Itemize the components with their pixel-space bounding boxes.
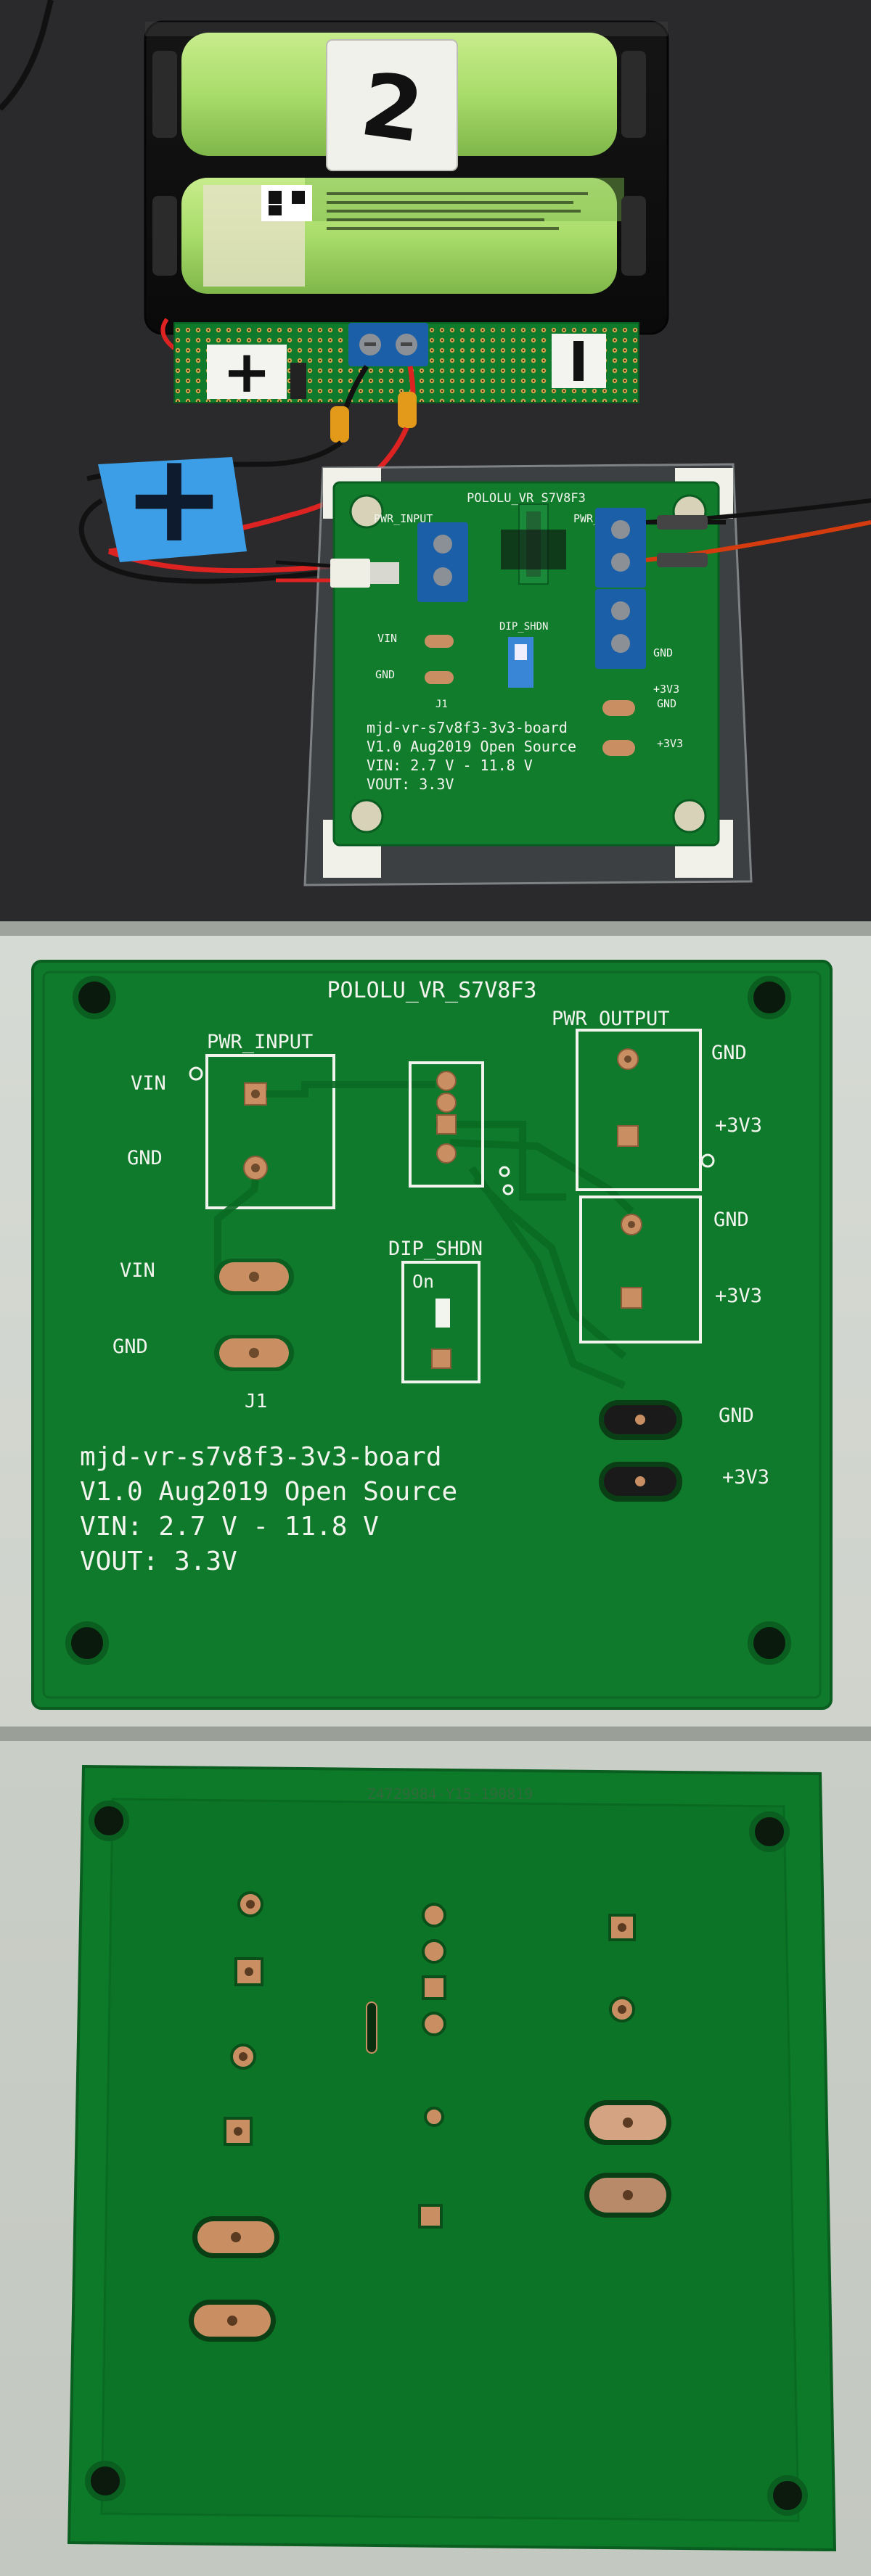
back-left-pads [189, 1891, 279, 2342]
number-label [326, 39, 458, 171]
minus-marker: - [0, 0, 1, 1]
perfboard-screw-terminal [348, 323, 428, 366]
assembled-gnd-out: GND [653, 646, 673, 659]
slide-switch [290, 363, 306, 399]
regulator-pcb-assembled: POLOLU_VR_S7V8F3 PWR_INPUT PWR_OUTPUT [275, 481, 871, 847]
assembled-dip: DIP_SHDN [499, 621, 548, 633]
battery-cell-bottom [181, 178, 624, 294]
photo-pcb-back: Z4729984-Y15-190819 [0, 1741, 871, 2576]
output-terminal-outline-1 [576, 1029, 702, 1191]
back-right-pads [584, 1914, 671, 2218]
background-cable [0, 0, 54, 111]
front-out-33-1: +3V3 [715, 1114, 762, 1137]
assembled-gnd-out2: GND [657, 697, 676, 710]
perfboard: + - [0, 0, 639, 406]
front-j1: J1 [245, 1391, 267, 1412]
assembled-line3: VIN: 2.7 V - 11.8 V [367, 757, 533, 774]
pcb-back-board: Z4729984-Y15-190819 [67, 1764, 837, 2552]
front-pwr-input: PWR_INPUT [207, 1031, 313, 1053]
front-line2: V1.0 Aug2019 Open Source [80, 1477, 457, 1507]
front-vin-top: VIN [131, 1072, 166, 1095]
battery-number: 2 [355, 54, 429, 162]
assembled-v33b: +3V3 [657, 737, 683, 750]
front-line4: VOUT: 3.3V [80, 1547, 237, 1576]
jst-connector [330, 559, 370, 588]
assembled-line2: V1.0 Aug2019 Open Source [367, 738, 576, 755]
mounting-holes-front [65, 976, 791, 1665]
front-line3: VIN: 2.7 V - 11.8 V [80, 1512, 379, 1542]
ferrule-orange-left [330, 406, 349, 443]
front-out-gnd1: GND [711, 1042, 747, 1064]
regulator-pads [436, 1071, 457, 1164]
front-traces [214, 1081, 634, 1389]
front-out-33-2: +3V3 [715, 1285, 762, 1307]
pcb-back-image: Z4729984-Y15-190819 [67, 1764, 837, 2552]
photo-pcb-front: POLOLU_VR_S7V8F3 PWR_INPUT VIN GND [0, 936, 871, 1727]
plus-marker: + [222, 338, 271, 406]
assembled-j1: J1 [436, 699, 448, 710]
front-line1: mjd-vr-s7v8f3-3v3-board [80, 1442, 442, 1472]
ferrule-orange-right [398, 392, 417, 428]
assembled-pwr-input: PWR_INPUT [374, 512, 433, 525]
front-out-gnd2: GND [713, 1209, 749, 1231]
assembled-line1: mjd-vr-s7v8f3-3v3-board [367, 719, 568, 736]
assembled-output-terminal-2 [595, 589, 646, 669]
front-pad-33: +3V3 [722, 1466, 769, 1489]
front-gnd-top: GND [127, 1147, 163, 1169]
front-dip-on: On [412, 1271, 434, 1292]
pcb-front-board: POLOLU_VR_S7V8F3 PWR_INPUT VIN GND [31, 960, 833, 1710]
dip-footprint [401, 1261, 481, 1383]
front-pad-gnd: GND [719, 1404, 754, 1427]
assembled-line4: VOUT: 3.3V [367, 775, 454, 793]
front-dip-label: DIP_SHDN [388, 1238, 483, 1260]
photo-assembled-setup: 2 [0, 0, 871, 921]
battery-cell-top: 2 [181, 33, 617, 171]
assembled-v33: +3V3 [653, 683, 679, 696]
separator-2 [0, 1727, 871, 1741]
back-middle-pads [366, 1903, 446, 2229]
input-terminal-outline [205, 1054, 335, 1209]
assembled-output-terminal-1 [595, 508, 646, 588]
regulator-footprint [409, 1061, 484, 1188]
pcb-front-image: POLOLU_VR_S7V8F3 PWR_INPUT VIN GND [31, 960, 833, 1710]
front-vin-pad: VIN [120, 1259, 155, 1282]
front-gnd-pad: GND [113, 1336, 148, 1358]
assembled-board-title: POLOLU_VR_S7V8F3 [467, 491, 586, 506]
blue-tape: + [98, 427, 247, 570]
assembled-gnd: GND [375, 668, 395, 681]
assembled-input-terminal [417, 522, 468, 602]
mounting-holes-back [85, 1801, 808, 2516]
battery-holder: 2 [144, 20, 669, 335]
tape-plus-marker: + [123, 427, 226, 570]
plus-label [207, 345, 287, 399]
separator-1 [0, 921, 871, 936]
front-pwr-output: PWR_OUTPUT [552, 1008, 670, 1030]
assembled-vin: VIN [377, 632, 397, 645]
back-serial-number: Z4729984-Y15-190819 [367, 1785, 533, 1803]
assembled-setup-image: 2 [0, 0, 871, 886]
front-board-title: POLOLU_VR_S7V8F3 [327, 978, 537, 1003]
output-terminal-outline-2 [579, 1196, 702, 1343]
